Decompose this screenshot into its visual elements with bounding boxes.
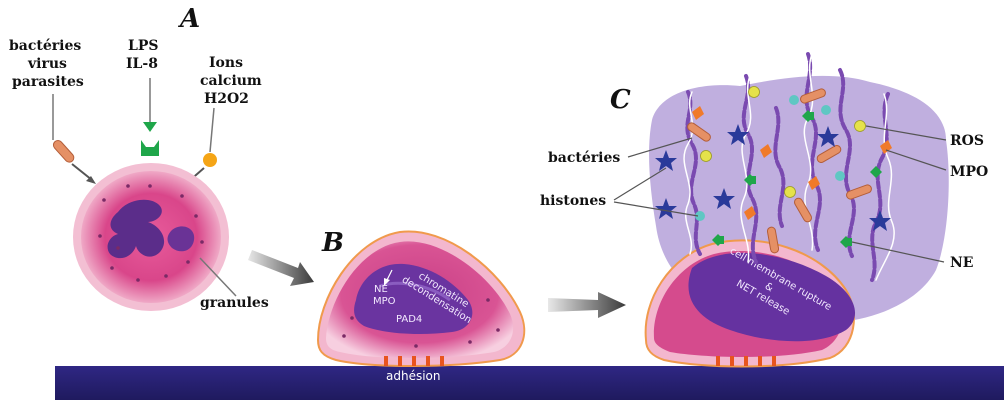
receptor-icon (141, 140, 159, 156)
pathogen-stimuli: bactéries virus parasites (9, 38, 84, 90)
cell-b-mpo: MPO (373, 296, 396, 307)
granules-label: granules (200, 295, 269, 311)
arrow-b-to-c (548, 292, 626, 318)
stimulus-parasites: parasites (12, 74, 84, 90)
bacteries-label: bactéries (548, 150, 620, 166)
ion-icon (203, 153, 217, 167)
stimulus-lps: LPS (128, 38, 158, 54)
panel-c-label: C (610, 85, 631, 115)
stimulus-ions: Ions (209, 55, 243, 71)
bacterium-icon (52, 139, 76, 164)
substrate-base (55, 366, 1004, 400)
lps-stimuli: LPS IL-8 (126, 38, 158, 72)
panel-a-label: A (177, 4, 200, 34)
ros-label: ROS (950, 133, 984, 149)
stimulus-virus: virus (27, 56, 67, 72)
stimulus-il8: IL-8 (126, 56, 158, 72)
neutrophil-cell-a (73, 163, 229, 311)
panel-b-label: B (321, 228, 344, 258)
neutrophil-cell-b: NE MPO PAD4 chromatine decondensation (318, 231, 524, 366)
ne-label: NE (950, 255, 973, 271)
cell-b-pad4: PAD4 (396, 314, 422, 325)
arrow-a-to-b (248, 250, 314, 286)
stimulus-h2o2: H2O2 (204, 91, 249, 107)
stimulus-calcium: calcium (200, 73, 262, 89)
histones-label: histones (540, 193, 606, 209)
adhesion-label: adhésion (386, 369, 441, 383)
ion-connector (210, 108, 214, 152)
stimulus-bacteries: bactéries (9, 38, 81, 54)
mpo-label: MPO (950, 164, 988, 180)
pathogen-arrow (72, 164, 92, 180)
lps-arrowhead (143, 122, 157, 132)
ion-stimuli: Ions calcium H2O2 (200, 55, 262, 107)
cell-b-ne: NE (374, 284, 388, 295)
